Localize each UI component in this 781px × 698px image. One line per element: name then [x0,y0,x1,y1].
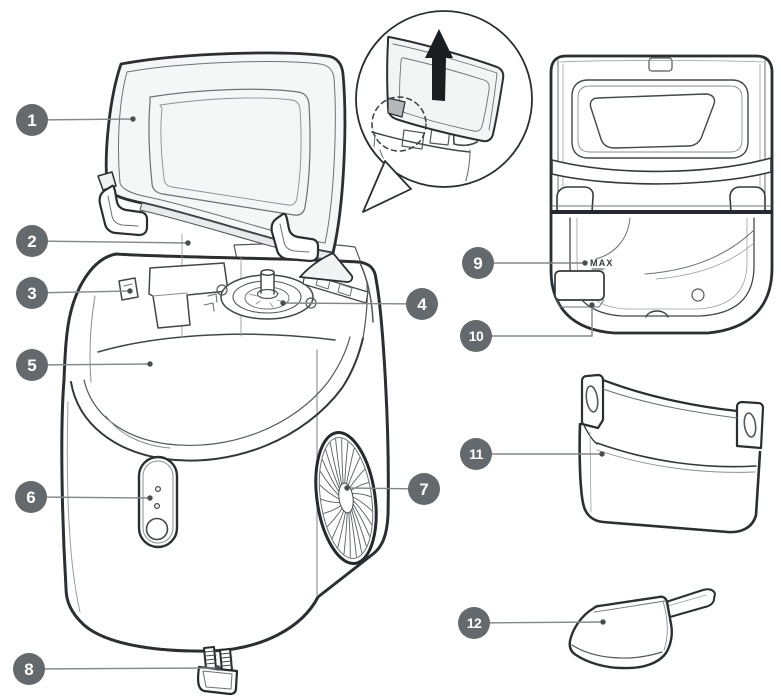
callout-10-badge: 10 [460,320,492,352]
lid-open [97,51,354,283]
hinge-tab [387,97,406,118]
zoom-detail-bubble [355,10,533,213]
callout-1-badge: 1 [16,104,48,136]
callout-7-badge: 7 [408,473,440,505]
lid-handle-cutout [589,93,716,149]
up-arrow-icon [425,29,453,101]
callout-2-badge: 2 [16,225,48,257]
indicator-led [155,486,162,493]
callout-9-badge: 9 [462,247,494,279]
indicator-led [154,503,161,510]
bubble-tail [362,160,412,213]
sensor-box [554,270,605,308]
power-button [145,517,169,541]
ice-basket [578,373,765,534]
callout-6-badge: 6 [15,481,47,513]
highlight-dashed-circle [371,96,427,152]
water-pump-cap [203,268,317,320]
top-deck-machinery [118,262,369,329]
callout-8-badge: 8 [13,653,45,685]
unit-body-outline [60,252,390,653]
callout-4-badge: 4 [406,288,438,320]
drain-plug [196,646,239,696]
callout-11-badge: 11 [460,438,492,470]
callout-5-badge: 5 [16,349,48,381]
max-label: MAX [590,258,614,268]
callout-12-badge: 12 [458,607,490,639]
control-panel [137,455,179,549]
ice-scoop [568,588,716,670]
reservoir-front-view: MAX [549,54,774,335]
main-unit-illustration [60,51,390,696]
callout-3-badge: 3 [16,277,48,309]
